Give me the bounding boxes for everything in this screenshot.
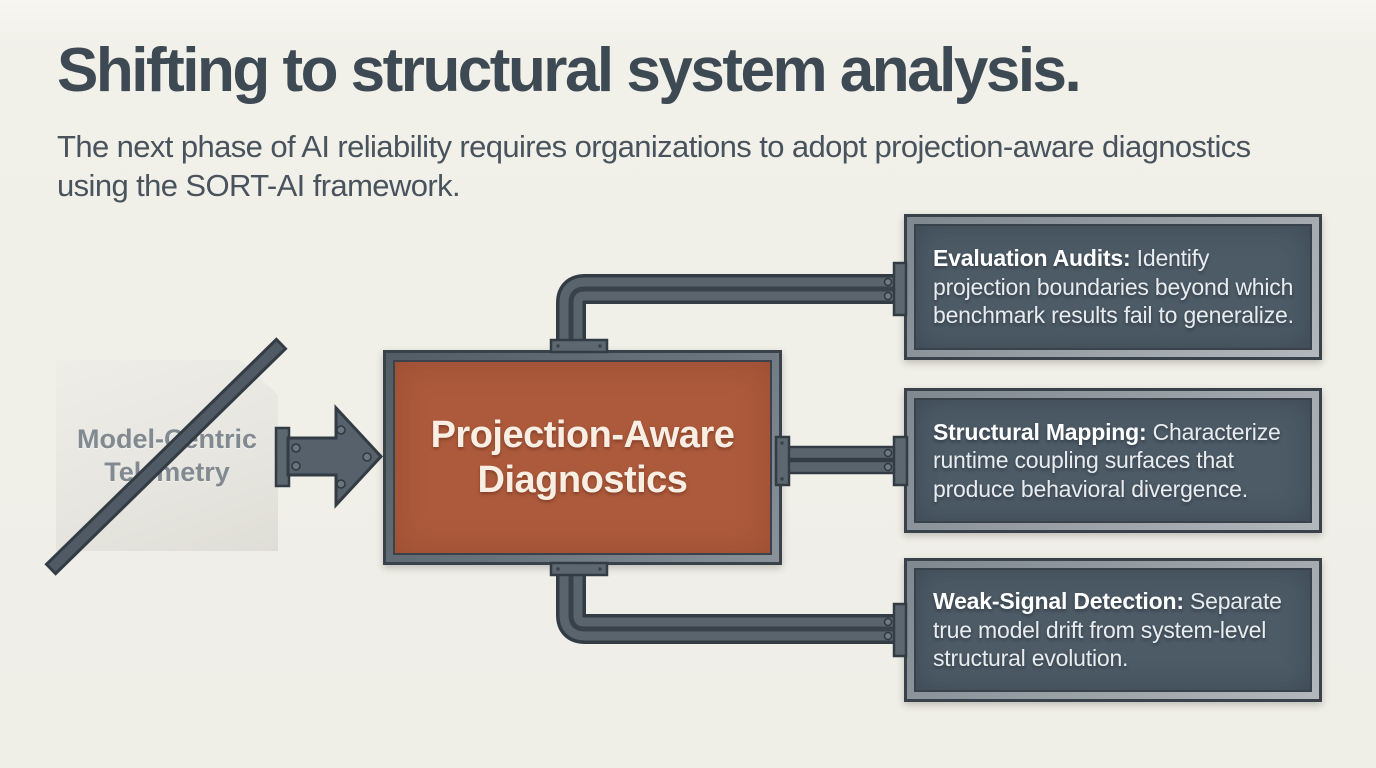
output-box-text: Weak-Signal Detection: Separate true mod…: [933, 587, 1305, 673]
output-box-lead: Structural Mapping:: [933, 418, 1147, 445]
output-box-text: Structural Mapping: Characterize runtime…: [933, 418, 1305, 504]
page-title: Shifting to structural system analysis.: [57, 36, 1082, 105]
output-box-structural-mapping: Structural Mapping: Characterize runtime…: [904, 388, 1322, 533]
source-box: Model-Centric Telemetry: [56, 360, 278, 551]
output-box-lead: Evaluation Audits:: [933, 245, 1131, 272]
output-box-evaluation-audits: Evaluation Audits: Identify projection b…: [904, 214, 1322, 360]
page-subtitle: The next phase of AI reliability require…: [57, 129, 1251, 204]
hub-box-label: Projection-Aware Diagnostics: [430, 413, 735, 501]
output-box-body: Characterize runtime coupling surfaces t…: [933, 418, 1281, 502]
source-box-label: Model-Centric Telemetry: [76, 423, 257, 487]
output-box-lead: Weak-Signal Detection:: [933, 588, 1184, 615]
hub-panel: Projection-Aware Diagnostics: [393, 360, 772, 555]
hub-box: Projection-Aware Diagnostics: [383, 350, 782, 565]
middle-pipe-connector: [781, 445, 903, 475]
bottom-pipe-connector: [556, 558, 902, 644]
arrow-right-icon: [274, 404, 384, 509]
output-box-weak-signal-detection: Weak-Signal Detection: Separate true mod…: [904, 558, 1322, 702]
output-box-body: Separate true model drift from system-le…: [933, 588, 1282, 672]
output-box-text: Evaluation Audits: Identify projection b…: [933, 244, 1305, 330]
output-box-body: Identify projection boundaries beyond wh…: [933, 245, 1294, 329]
top-pipe-connector: [556, 274, 902, 358]
